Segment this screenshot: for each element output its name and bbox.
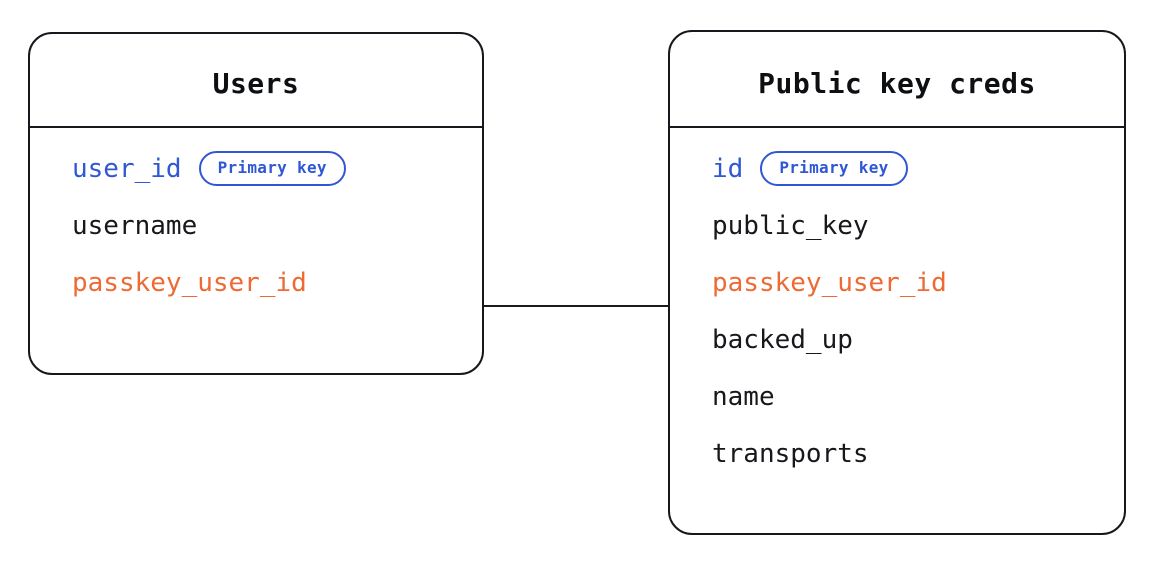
relationship-connector-passkey-user-id <box>483 305 669 307</box>
primary-key-badge: Primary key <box>760 151 908 186</box>
entity-header-divider <box>670 126 1124 128</box>
field-row-passkey-user-id[interactable]: passkey_user_id <box>72 254 482 311</box>
field-name-passkey-user-id: passkey_user_id <box>712 267 947 298</box>
entity-title-users: Users <box>212 67 300 100</box>
field-name-id: id <box>712 153 744 184</box>
field-name-username: username <box>72 210 198 241</box>
field-row-username[interactable]: username <box>72 197 482 254</box>
field-name-public-key: public_key <box>712 210 869 241</box>
entity-field-list-users: user_id Primary key username passkey_use… <box>30 140 482 311</box>
field-row-name[interactable]: name <box>712 368 1124 425</box>
field-row-passkey-user-id[interactable]: passkey_user_id <box>712 254 1124 311</box>
field-name-user-id: user_id <box>72 153 182 184</box>
entity-title-public-key-creds: Public key creds <box>758 67 1036 100</box>
field-row-user-id[interactable]: user_id Primary key <box>72 140 482 197</box>
field-row-id[interactable]: id Primary key <box>712 140 1124 197</box>
field-row-public-key[interactable]: public_key <box>712 197 1124 254</box>
entity-card-users[interactable]: Users user_id Primary key username passk… <box>28 32 484 375</box>
field-name-transports: transports <box>712 438 869 469</box>
entity-header-divider <box>30 126 482 128</box>
field-name-name: name <box>712 381 775 412</box>
field-name-backed-up: backed_up <box>712 324 853 355</box>
field-row-transports[interactable]: transports <box>712 425 1124 482</box>
field-row-backed-up[interactable]: backed_up <box>712 311 1124 368</box>
entity-card-public-key-creds[interactable]: Public key creds id Primary key public_k… <box>668 30 1126 535</box>
field-name-passkey-user-id: passkey_user_id <box>72 267 307 298</box>
primary-key-badge: Primary key <box>198 151 346 186</box>
entity-field-list-public-key-creds: id Primary key public_key passkey_user_i… <box>670 140 1124 482</box>
